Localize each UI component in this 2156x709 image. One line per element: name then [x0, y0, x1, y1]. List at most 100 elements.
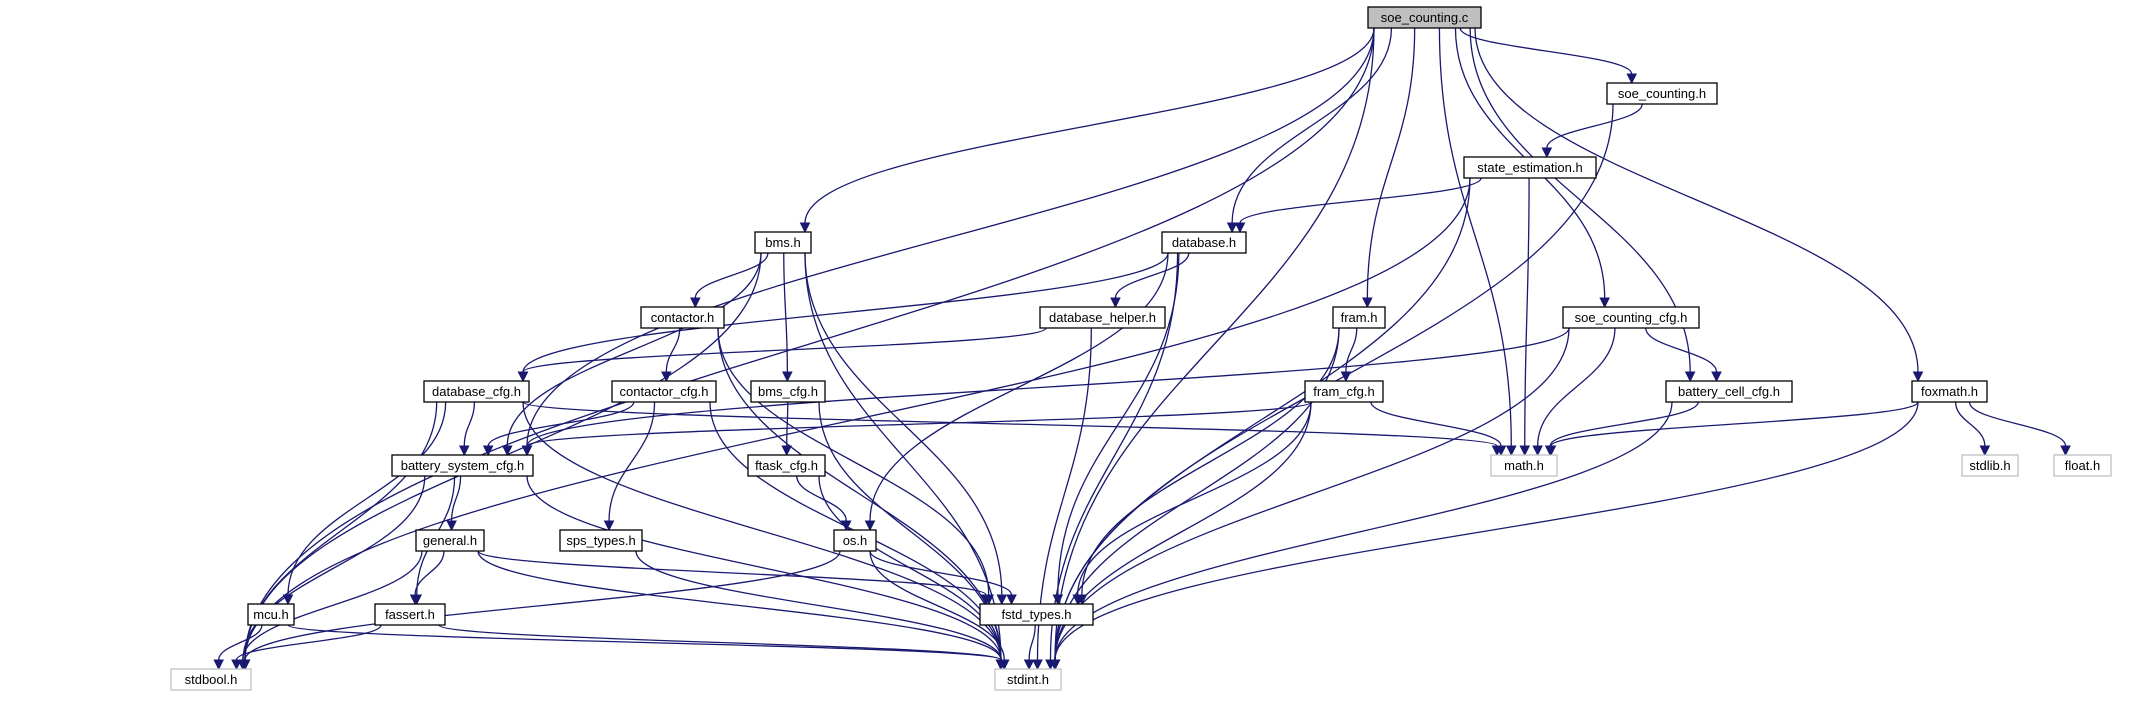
node-ftask-cfg-h[interactable]: ftask_cfg.h — [747, 454, 826, 477]
node-label: database_helper.h — [1049, 310, 1156, 325]
node-mcu-h[interactable]: mcu.h — [247, 603, 295, 626]
edge-soe-counting-c-to-stdint-h — [1054, 27, 1375, 661]
edge-database-cfg-h-to-math-h — [522, 401, 1498, 447]
node-label: database_cfg.h — [432, 384, 521, 399]
edge-arrowhead — [282, 594, 294, 606]
node-box — [1304, 380, 1384, 403]
edge-database-cfg-h-to-stdint-h — [522, 401, 1002, 661]
node-label: general.h — [423, 533, 477, 548]
node-label: stdlib.h — [1969, 458, 2010, 473]
edge-soe-counting-c-to-math-h — [1438, 27, 1512, 447]
node-general-h[interactable]: general.h — [415, 529, 485, 552]
edge-soe-counting-cfg-h-to-battery-system-cfg-h — [526, 327, 1570, 447]
node-fassert-h[interactable]: fassert.h — [374, 603, 446, 626]
edge-arrowhead — [213, 659, 224, 671]
edge-soe-counting-h-to-state-estimation-h — [1546, 103, 1643, 149]
edge-contactor-h-to-fstd-types-h — [717, 327, 990, 596]
node-label: fstd_types.h — [1001, 607, 1071, 622]
node-box — [1490, 454, 1558, 477]
edge-os-h-to-stdbool-h — [244, 550, 841, 661]
edge-arrowhead — [2060, 445, 2071, 457]
node-label: os.h — [843, 533, 868, 548]
node-database-h[interactable]: database.h — [1161, 231, 1247, 254]
node-box — [170, 668, 252, 691]
edge-arrowhead — [239, 659, 251, 671]
node-label: contactor.h — [651, 310, 715, 325]
edge-battery-system-cfg-h-to-general-h — [450, 475, 462, 522]
node-math-h: math.h — [1490, 454, 1558, 477]
node-stdbool-h: stdbool.h — [170, 668, 252, 691]
edge-arrowhead — [1110, 297, 1121, 309]
node-battery-system-cfg-h[interactable]: battery_system_cfg.h — [391, 454, 534, 477]
node-box — [374, 603, 446, 626]
edge-arrowhead — [1684, 371, 1696, 383]
node-sps-types-h[interactable]: sps_types.h — [559, 529, 643, 552]
edge-arrowhead — [517, 371, 529, 383]
node-label: soe_counting.h — [1618, 86, 1706, 101]
node-database-cfg-h[interactable]: database_cfg.h — [423, 380, 530, 403]
edge-soe-counting-c-to-foxmath-h — [1474, 27, 1919, 373]
node-box — [1911, 380, 1988, 403]
node-battery-cell-cfg-h[interactable]: battery_cell_cfg.h — [1665, 380, 1793, 403]
node-contactor-cfg-h[interactable]: contactor_cfg.h — [611, 380, 717, 403]
node-box — [2053, 454, 2112, 477]
node-label: fram.h — [1341, 310, 1378, 325]
edge-arrowhead — [864, 520, 876, 532]
node-foxmath-h[interactable]: foxmath.h — [1911, 380, 1988, 403]
node-box — [1367, 6, 1482, 29]
edge-arrowhead — [446, 520, 457, 532]
edge-os-h-to-fstd-types-h — [869, 550, 1013, 596]
edge-arrowhead — [980, 594, 992, 606]
node-soe-counting-h[interactable]: soe_counting.h — [1606, 82, 1718, 105]
edge-database-h-to-database-cfg-h — [522, 252, 1169, 373]
edge-database-cfg-h-to-battery-system-cfg-h — [463, 401, 476, 447]
edge-foxmath-h-to-float-h — [1968, 401, 2067, 447]
edge-sps-types-h-to-stdint-h — [635, 550, 1002, 661]
edge-arrowhead — [690, 297, 701, 309]
edge-arrowhead — [1711, 371, 1722, 383]
edge-arrowhead — [1032, 659, 1043, 671]
node-box — [833, 529, 877, 552]
node-fstd-types-h[interactable]: fstd_types.h — [979, 603, 1094, 626]
edge-arrowhead — [781, 445, 793, 457]
node-box — [1332, 306, 1386, 329]
node-fram-h[interactable]: fram.h — [1332, 306, 1386, 329]
edge-arrowhead — [501, 445, 513, 457]
edge-arrowhead — [1545, 445, 1557, 457]
edge-general-h-to-fstd-types-h — [477, 550, 987, 596]
edge-soe-counting-cfg-h-to-stdint-h — [1054, 327, 1570, 661]
node-bms-cfg-h[interactable]: bms_cfg.h — [750, 380, 826, 403]
edge-soe-counting-cfg-h-to-battery-cell-cfg-h — [1645, 327, 1718, 373]
edge-ftask-cfg-h-to-os-h — [796, 475, 847, 522]
node-box — [1606, 82, 1718, 105]
node-box — [640, 306, 725, 329]
edge-fram-h-to-fstd-types-h — [1081, 327, 1340, 596]
node-soe-counting-cfg-h[interactable]: soe_counting_cfg.h — [1562, 306, 1700, 329]
node-soe-counting-c[interactable]: soe_counting.c — [1367, 6, 1482, 29]
edge-arrowhead — [1506, 445, 1517, 457]
node-label: contactor_cfg.h — [620, 384, 709, 399]
node-box — [611, 380, 717, 403]
node-database-helper-h[interactable]: database_helper.h — [1039, 306, 1166, 329]
edge-bms-cfg-h-to-ftask-cfg-h — [786, 401, 789, 447]
edge-arrowhead — [1626, 73, 1638, 85]
edge-arrowhead — [231, 659, 242, 671]
node-box — [247, 603, 295, 626]
node-fram-cfg-h[interactable]: fram_cfg.h — [1304, 380, 1384, 403]
edge-fram-cfg-h-to-math-h — [1370, 401, 1502, 447]
node-box — [1463, 156, 1597, 179]
node-os-h[interactable]: os.h — [833, 529, 877, 552]
node-contactor-h[interactable]: contactor.h — [640, 306, 725, 329]
node-label: database.h — [1172, 235, 1236, 250]
node-state-estimation-h[interactable]: state_estimation.h — [1463, 156, 1597, 179]
edge-contactor-h-to-stdint-h — [717, 327, 1002, 661]
edge-arrowhead — [1340, 371, 1352, 383]
edge-arrowhead — [603, 520, 615, 532]
node-box — [559, 529, 643, 552]
node-bms-h[interactable]: bms.h — [754, 231, 812, 254]
edge-arrowhead — [995, 659, 1007, 671]
edge-state-estimation-h-to-stdbool-h — [244, 177, 1471, 661]
edge-arrowhead — [1532, 445, 1543, 457]
edge-foxmath-h-to-math-h — [1550, 401, 1919, 447]
edge-fram-cfg-h-to-battery-system-cfg-h — [526, 401, 1312, 447]
